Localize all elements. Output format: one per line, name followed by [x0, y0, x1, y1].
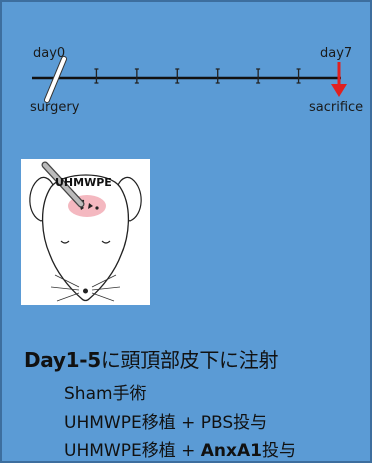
- surgery-label: surgery: [30, 100, 80, 115]
- injection-syringe-icon: [41, 161, 85, 208]
- group-pbs-label: UHMWPE移植 + PBS投与: [64, 413, 268, 433]
- group-pbs: UHMWPE移植 + PBS投与: [64, 408, 267, 433]
- protocol-heading: Day1-5に頭頂部皮下に注射: [24, 344, 278, 373]
- injection-tick: [296, 68, 301, 84]
- group-anxa1-suffix: 投与: [261, 441, 296, 461]
- timeline-graphic: [32, 56, 347, 103]
- injection-tick: [215, 68, 220, 84]
- surgery-syringe-icon: [44, 56, 67, 103]
- group-anxa1-drug: AnxA1: [200, 441, 262, 461]
- injection-tick: [256, 68, 261, 84]
- group-sham: Sham手術: [64, 379, 147, 404]
- group-anxa1: UHMWPE移植 + AnxA1投与: [64, 436, 296, 461]
- injection-tick: [94, 68, 99, 84]
- mouse-head-icon: UHMWPE: [29, 161, 142, 302]
- injection-tick: [175, 68, 180, 84]
- injection-tick: [134, 68, 139, 84]
- protocol-heading-suffix: に頭頂部皮下に注射: [100, 348, 279, 372]
- mouse-illustration: UHMWPE: [21, 159, 150, 305]
- group-anxa1-prefix: UHMWPE移植 +: [64, 441, 201, 461]
- group-sham-label: Sham手術: [64, 384, 147, 404]
- sacrifice-arrow-icon: [331, 62, 347, 97]
- timeline: day0 day7 surgery sacrifice: [2, 2, 372, 132]
- sacrifice-label: sacrifice: [309, 100, 364, 115]
- implant-label: UHMWPE: [55, 176, 112, 189]
- protocol-heading-days: Day1-5: [24, 348, 101, 372]
- day7-label: day7: [320, 46, 353, 61]
- day0-label: day0: [33, 46, 66, 61]
